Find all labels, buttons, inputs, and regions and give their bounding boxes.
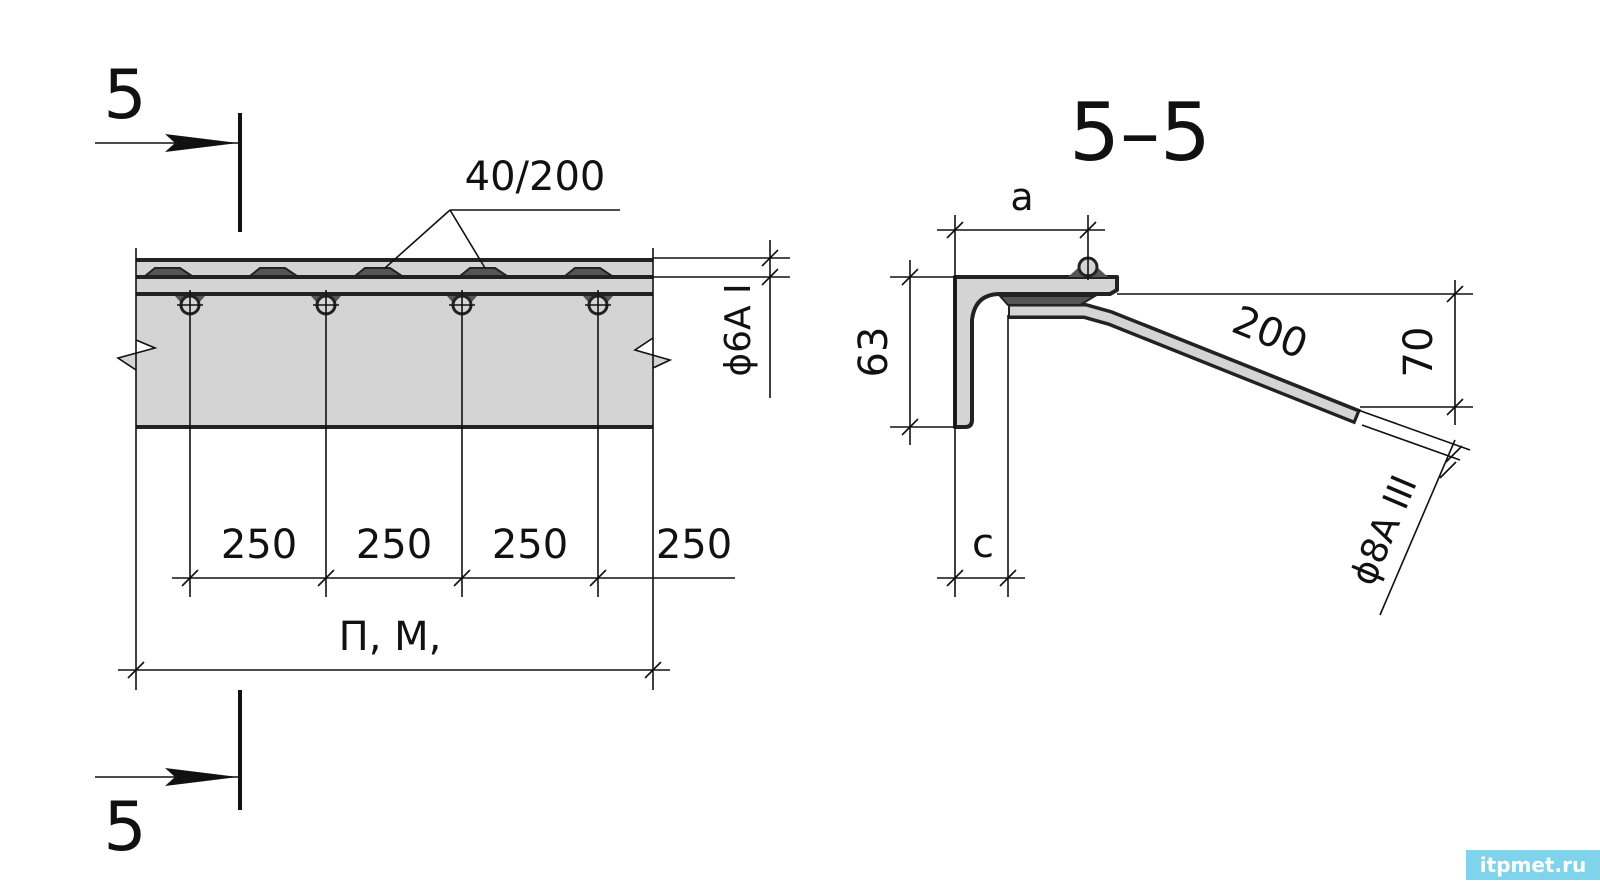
weld	[997, 295, 1099, 306]
mesh-pads	[142, 267, 616, 277]
spacing-2: 250	[356, 522, 432, 568]
dim-70: 70	[1396, 327, 1442, 378]
section-mark-top: 5	[103, 56, 146, 135]
slab	[118, 258, 670, 427]
mesh-label: 40/200	[465, 154, 606, 200]
dim-63: 63	[851, 327, 897, 378]
spacing-3: 250	[492, 522, 568, 568]
dim-200: 200	[1226, 297, 1314, 368]
overall-label: П, М,	[339, 614, 442, 660]
dim-c: c	[972, 521, 994, 567]
watermark: itpmet.ru	[1466, 850, 1600, 880]
dim-a: a	[1010, 175, 1033, 219]
section-mark-bottom: 5	[103, 788, 146, 867]
spacing-4: 250	[656, 522, 732, 568]
spacing-1: 250	[221, 522, 297, 568]
rebar-label-8: ϕ8A III	[1343, 470, 1426, 591]
plan-view: 5 5 40/200 ϕ6A I 250 250 250 250 П, М,	[95, 56, 790, 867]
section-title: 5–5	[1069, 86, 1211, 179]
rebar-label-6: ϕ6A I	[718, 283, 759, 376]
section-view: 5–5 a 63 200 70 c ϕ8A III	[851, 86, 1473, 616]
steel-angle	[953, 275, 1119, 429]
